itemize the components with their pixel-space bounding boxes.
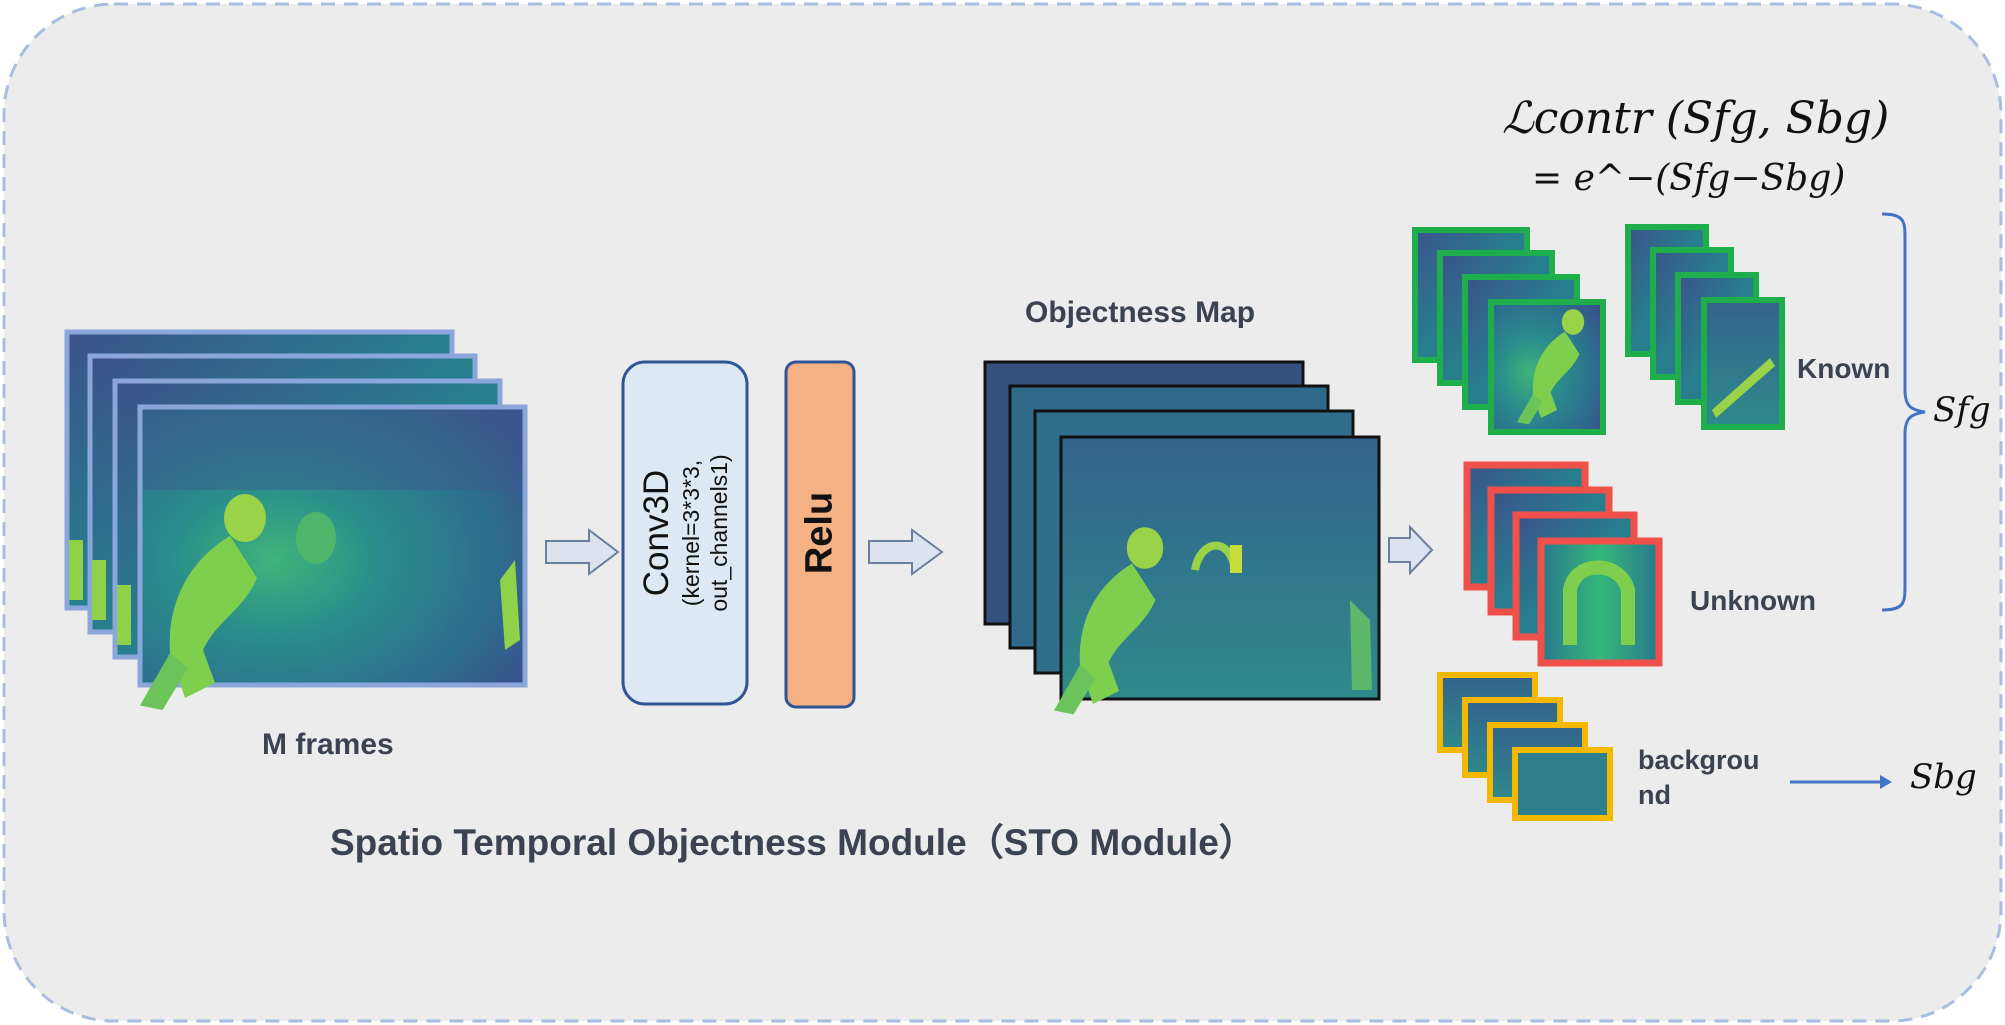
- s-bg-label: Sbg: [1910, 757, 1977, 797]
- conv3d-block: [621, 360, 749, 706]
- background-patch: [1512, 747, 1613, 821]
- conv3d-label: Conv3D (kernel=3*3*3, out_channels1): [637, 363, 733, 703]
- unknown-feature-stack: [1463, 461, 1663, 667]
- bracket-right-icon: [1881, 212, 1926, 612]
- arrow-right-icon: [1880, 775, 1892, 789]
- loss-line-1: ℒcontr (Sfg, Sbg): [1502, 93, 1890, 144]
- known-patch: [1488, 299, 1606, 435]
- known-patch: [1701, 297, 1785, 430]
- frames-label: M frames: [262, 728, 394, 761]
- relu-label: Relu: [798, 491, 841, 575]
- module-title: Spatio Temporal Objectness Module（STO Mo…: [330, 822, 1256, 863]
- objectness-map: [1054, 435, 1381, 715]
- known-feature-stack: [1412, 227, 1606, 435]
- loss-line-2: = e^−(Sfg−Sbg): [1532, 158, 1846, 199]
- arrow-right-icon: [1388, 524, 1434, 576]
- unknown-label: Unknown: [1690, 585, 1816, 616]
- arrow-right-icon: [868, 528, 944, 576]
- input-frame: [137, 404, 528, 710]
- background-feature-stack: [1437, 672, 1613, 821]
- s-fg-label: Sfg: [1933, 390, 1991, 430]
- background-label-1: backgrou: [1638, 745, 1760, 775]
- relu-block: [784, 360, 856, 709]
- unknown-patch: [1537, 537, 1663, 667]
- objectness-map-stack: [983, 360, 1381, 715]
- input-frame-stack: [64, 329, 528, 710]
- arrow-right-icon: [545, 527, 620, 577]
- conv3d-params-2: out_channels1): [706, 454, 732, 612]
- conv3d-params-1: (kernel=3*3*3,: [678, 459, 704, 607]
- objectness-map-label: Objectness Map: [1025, 296, 1256, 329]
- known-label: Known: [1797, 353, 1891, 384]
- background-label-2: nd: [1638, 780, 1671, 810]
- conv3d-title: Conv3D: [637, 469, 676, 597]
- known-feature-stack: [1625, 224, 1785, 430]
